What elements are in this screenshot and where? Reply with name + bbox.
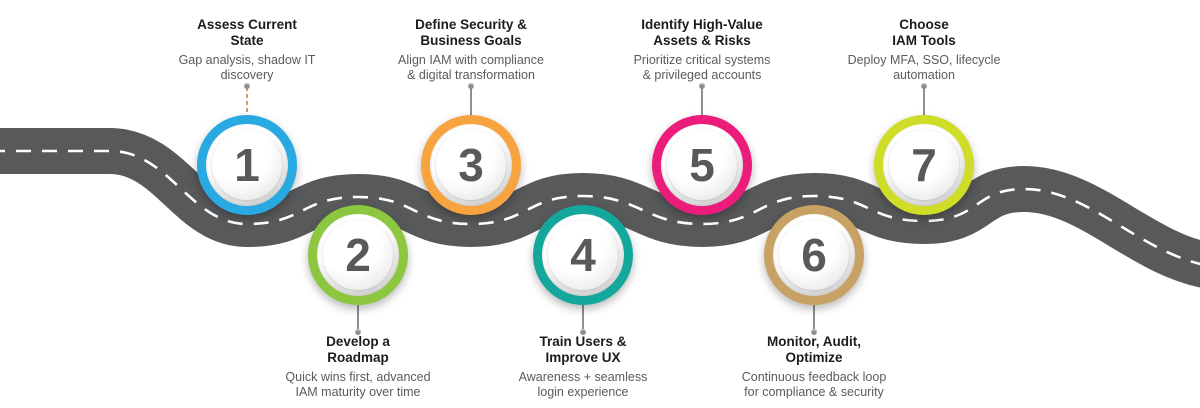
step-marker-circle: 6	[764, 205, 864, 305]
step-title: Identify High-Value Assets & Risks	[641, 17, 763, 48]
step-marker-circle: 2	[308, 205, 408, 305]
step-subtitle: Align IAM with compliance & digital tran…	[398, 52, 544, 83]
connector-dot-icon	[244, 83, 250, 89]
connector-dot-icon	[921, 83, 927, 89]
connector-dot-icon	[811, 329, 817, 335]
step-marker-circle: 7	[874, 115, 974, 215]
step-subtitle: Gap analysis, shadow IT discovery	[178, 52, 316, 83]
connector-dot-icon	[468, 83, 474, 89]
connector-dot-icon	[699, 83, 705, 89]
marker-face: 3	[436, 130, 506, 200]
marker-face: 2	[323, 220, 393, 290]
step-title: Train Users & Improve UX	[539, 334, 627, 365]
marker-inner-ring: 6	[773, 214, 855, 296]
step-subtitle: Quick wins first, advanced IAM maturity …	[285, 369, 431, 400]
step-connector-line	[921, 83, 927, 116]
step-number: 7	[911, 139, 937, 191]
marker-inner-ring: 1	[206, 124, 288, 206]
marker-face: 6	[779, 220, 849, 290]
step-title: Define Security & Business Goals	[415, 17, 527, 48]
step-text-block: Train Users & Improve UX Awareness + sea…	[473, 334, 693, 400]
connector-dot-icon	[355, 329, 361, 335]
step-subtitle: Prioritize critical systems & privileged…	[633, 52, 771, 83]
step-marker-circle: 3	[421, 115, 521, 215]
step-text-block: Develop a Roadmap Quick wins first, adva…	[248, 334, 468, 400]
step-subtitle: Continuous feedback loop for compliance …	[741, 369, 887, 400]
marker-inner-ring: 5	[661, 124, 743, 206]
step-text-block: Monitor, Audit, Optimize Continuous feed…	[704, 334, 924, 400]
marker-face: 7	[889, 130, 959, 200]
step-marker-circle: 5	[652, 115, 752, 215]
step-text-block: Define Security & Business Goals Align I…	[361, 17, 581, 83]
step-number: 3	[458, 139, 484, 191]
step-number: 5	[689, 139, 715, 191]
step-number: 6	[801, 229, 827, 281]
step-connector-line	[355, 304, 361, 335]
step-number: 1	[234, 139, 260, 191]
step-connector-line	[244, 83, 250, 116]
step-subtitle: Awareness + seamless login experience	[518, 369, 648, 400]
step-connector-line	[699, 83, 705, 116]
step-title: Assess Current State	[197, 17, 297, 48]
step-text-block: Choose IAM Tools Deploy MFA, SSO, lifecy…	[814, 17, 1034, 83]
marker-face: 1	[212, 130, 282, 200]
marker-inner-ring: 3	[430, 124, 512, 206]
marker-face: 4	[548, 220, 618, 290]
step-connector-line	[468, 83, 474, 116]
step-number: 4	[570, 229, 596, 281]
step-title: Develop a Roadmap	[326, 334, 390, 365]
step-connector-line	[580, 304, 586, 335]
step-subtitle: Deploy MFA, SSO, lifecycle automation	[847, 52, 1001, 83]
step-text-block: Identify High-Value Assets & Risks Prior…	[592, 17, 812, 83]
step-marker-circle: 4	[533, 205, 633, 305]
marker-face: 5	[667, 130, 737, 200]
step-marker-circle: 1	[197, 115, 297, 215]
marker-inner-ring: 7	[883, 124, 965, 206]
step-connector-line	[811, 304, 817, 335]
connector-dot-icon	[580, 329, 586, 335]
road-center-dashes	[0, 149, 1200, 266]
marker-inner-ring: 2	[317, 214, 399, 296]
step-title: Choose IAM Tools	[892, 17, 956, 48]
step-number: 2	[345, 229, 371, 281]
step-title: Monitor, Audit, Optimize	[767, 334, 861, 365]
marker-inner-ring: 4	[542, 214, 624, 296]
step-text-block: Assess Current State Gap analysis, shado…	[137, 17, 357, 83]
